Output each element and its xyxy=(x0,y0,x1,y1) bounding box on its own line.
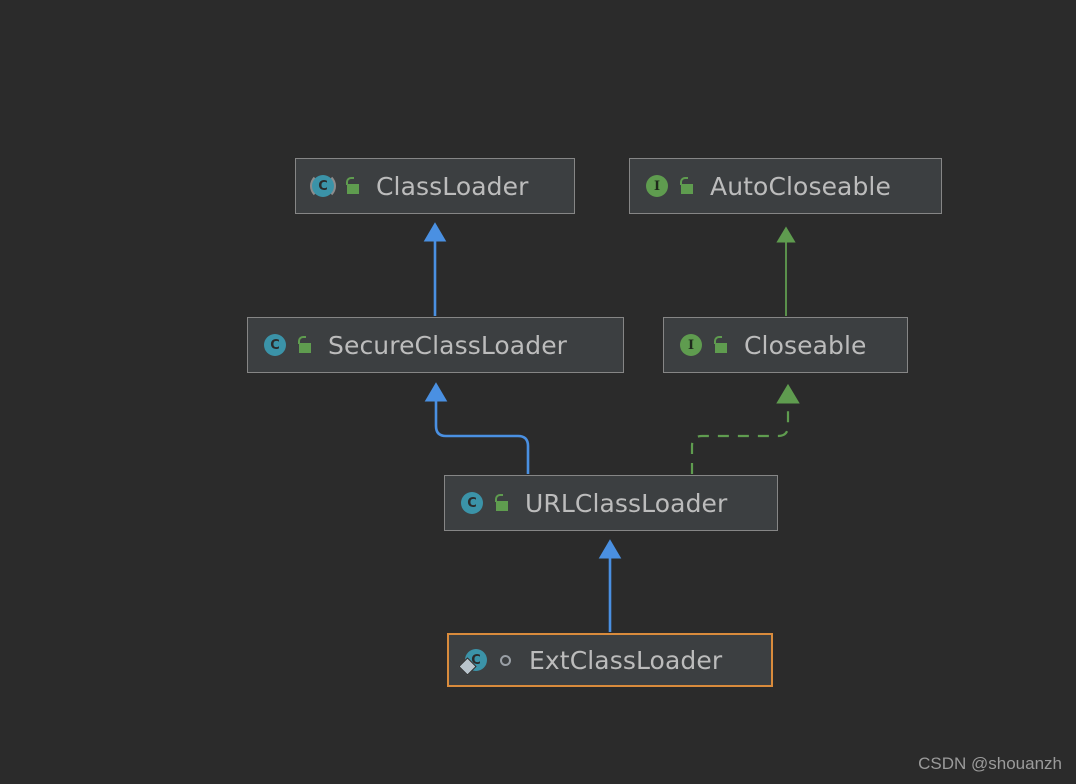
uml-node-url-class-loader[interactable]: C URLClassLoader xyxy=(444,475,778,531)
unlocked-padlock-icon xyxy=(344,175,364,197)
edge-url-extends-secure xyxy=(424,382,530,474)
class-icon: C xyxy=(260,330,290,360)
unlocked-padlock-icon xyxy=(493,492,513,514)
inner-class-icon: C xyxy=(458,645,491,676)
interface-icon: I xyxy=(642,171,672,201)
uml-node-closeable[interactable]: I Closeable xyxy=(663,317,908,373)
unlocked-padlock-icon xyxy=(296,334,316,356)
uml-node-label: AutoCloseable xyxy=(710,171,891,201)
uml-node-label: URLClassLoader xyxy=(525,488,728,518)
class-icon: C xyxy=(457,488,487,518)
uml-node-ext-class-loader[interactable]: C ExtClassLoader xyxy=(447,633,773,687)
unlocked-padlock-icon xyxy=(712,334,732,356)
uml-node-auto-closeable[interactable]: I AutoCloseable xyxy=(629,158,942,214)
package-private-icon xyxy=(497,649,517,671)
unlocked-padlock-icon xyxy=(678,175,698,197)
uml-node-label: Closeable xyxy=(744,330,867,360)
watermark-text: CSDN @shouanzh xyxy=(918,754,1062,773)
uml-node-label: ExtClassLoader xyxy=(529,645,723,675)
abstract-class-icon: C xyxy=(308,171,338,201)
edge-url-implements-closeable xyxy=(690,383,800,474)
interface-icon: I xyxy=(676,330,706,360)
uml-node-label: SecureClassLoader xyxy=(328,330,568,360)
uml-node-label: ClassLoader xyxy=(376,171,529,201)
uml-node-class-loader[interactable]: C ClassLoader xyxy=(295,158,575,214)
uml-node-secure-class-loader[interactable]: C SecureClassLoader xyxy=(247,317,624,373)
